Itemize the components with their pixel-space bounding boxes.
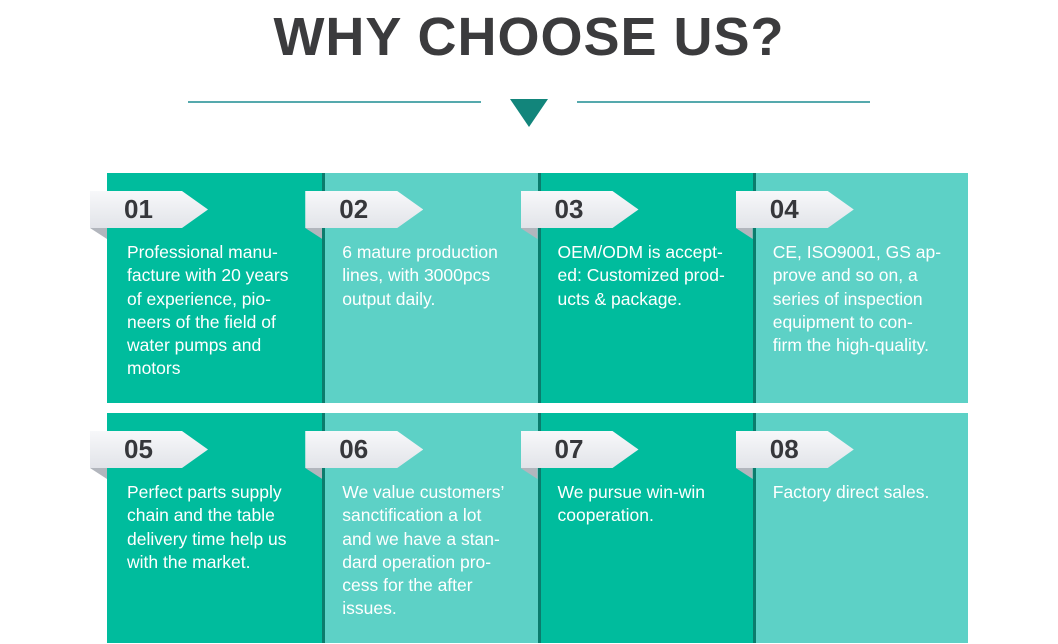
- card-number-badge: 01: [90, 191, 208, 228]
- card-text: 6 mature production lines, with 3000pcs …: [342, 242, 498, 309]
- card-number-badge: 04: [735, 191, 854, 228]
- feature-card-04: 04 CE, ISO9001, GS ap- prove and so on, …: [735, 173, 968, 403]
- card-number-badge: 06: [305, 431, 424, 468]
- feature-card-03: 03 OEM/ODM is accept- ed: Customized pro…: [520, 173, 753, 403]
- feature-card-05: 05 Perfect parts supply chain and the ta…: [90, 413, 323, 643]
- card-number-badge: 03: [520, 191, 639, 228]
- card-text: We value customers’ sanctification a lot…: [342, 482, 505, 619]
- card-text: Professional manu- facture with 20 years…: [127, 242, 289, 379]
- badge-fold: [90, 468, 107, 479]
- page-title: WHY CHOOSE US?: [273, 7, 785, 67]
- card-text: Perfect parts supply chain and the table…: [127, 482, 287, 572]
- badge-fold: [735, 468, 753, 479]
- why-choose-us-section: WHY CHOOSE US? 01 Professional manu- fac…: [0, 6, 1058, 644]
- badge-fold: [90, 228, 107, 239]
- badge-fold: [305, 468, 323, 479]
- feature-card-01: 01 Professional manu- facture with 20 ye…: [90, 173, 323, 403]
- feature-cards-grid: 01 Professional manu- facture with 20 ye…: [90, 173, 968, 643]
- badge-fold: [305, 228, 323, 239]
- card-row-bottom: 05 Perfect parts supply chain and the ta…: [90, 413, 968, 643]
- title-divider: [0, 99, 1058, 129]
- badge-fold: [520, 468, 538, 479]
- down-triangle-icon: [510, 99, 548, 127]
- divider-line-right: [577, 101, 870, 103]
- card-number-badge: 07: [520, 431, 639, 468]
- divider-line-left: [188, 101, 481, 103]
- card-text: Factory direct sales.: [772, 482, 930, 502]
- badge-fold: [520, 228, 538, 239]
- card-number-badge: 08: [735, 431, 854, 468]
- badge-fold: [735, 228, 753, 239]
- feature-card-06: 06 We value customers’ sanctification a …: [305, 413, 538, 643]
- card-row-top: 01 Professional manu- facture with 20 ye…: [90, 173, 968, 403]
- card-number-badge: 02: [305, 191, 424, 228]
- feature-card-08: 08 Factory direct sales.: [735, 413, 968, 643]
- card-text: CE, ISO9001, GS ap- prove and so on, a s…: [772, 242, 942, 356]
- feature-card-07: 07 We pursue win-win cooperation.: [520, 413, 753, 643]
- card-text: We pursue win-win cooperation.: [557, 482, 706, 526]
- card-number-badge: 05: [90, 431, 208, 468]
- card-text: OEM/ODM is accept- ed: Customized prod- …: [557, 242, 725, 309]
- feature-card-02: 02 6 mature production lines, with 3000p…: [305, 173, 538, 403]
